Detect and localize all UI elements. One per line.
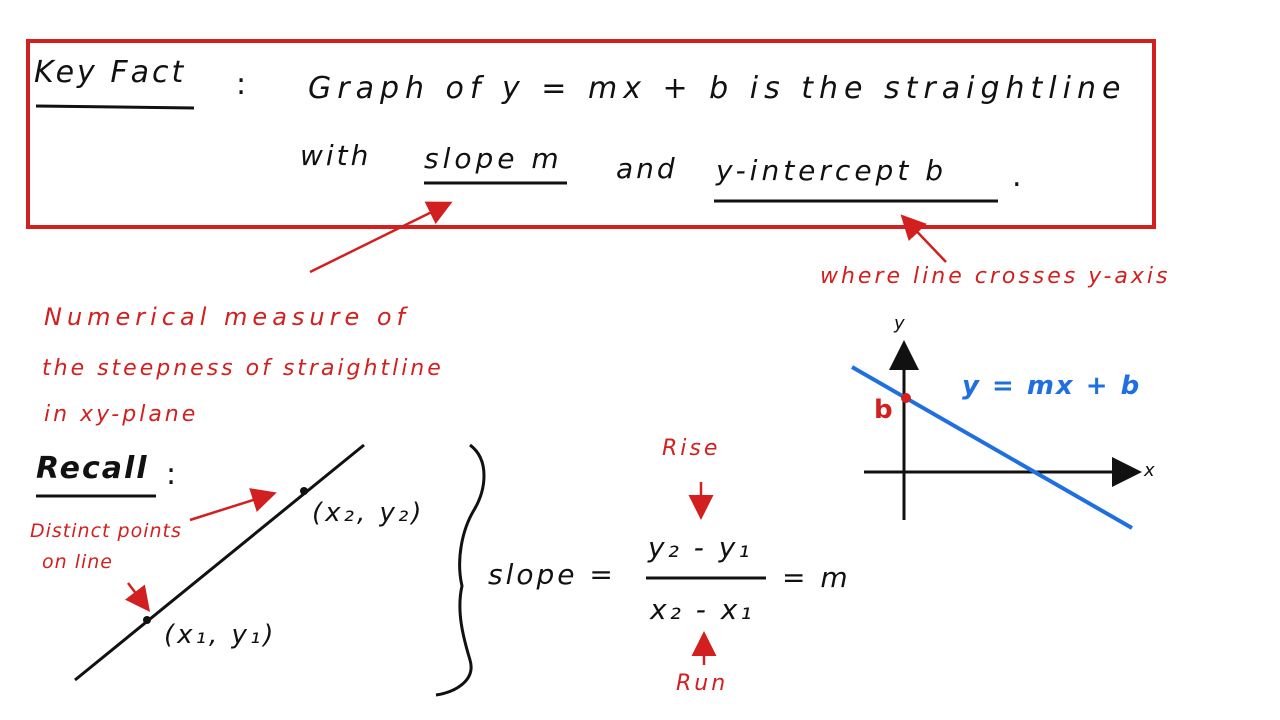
recall-colon: : [166,457,177,492]
brace [435,443,486,697]
distinct-points-arrow-bottom [124,582,151,612]
formula-numerator: y₂ - y₁ [648,531,753,564]
point-2-label: (x₂, y₂) [312,498,425,528]
key-fact-line1: Graph of y = mx + b is the straightline [308,71,1127,106]
slope-phrase: slope m [424,142,563,175]
key-fact-underline [35,104,195,110]
y-axis-label: y [894,313,908,334]
intercept-point [901,393,911,403]
formula-denominator: x₂ - x₁ [650,593,755,626]
x-axis-label: x [1144,460,1158,481]
slope-word: slope = [488,558,616,591]
run-label: Run [676,671,729,696]
sketch-line [74,443,365,682]
slope-note-line2: the steepness of straightline [42,356,444,381]
intercept-b-label: b [874,395,893,425]
graph-line [851,365,1133,530]
intercept-phrase: y-intercept b [716,154,947,187]
and-word: and [616,152,678,185]
distinct-points-arrow-top [189,488,277,522]
slope-note-line3: in xy-plane [44,402,199,427]
key-fact-label: Key Fact [34,55,187,90]
key-fact-colon: : [236,67,247,102]
formula-equals-m: = m [782,561,851,594]
slope-note-line1: Numerical measure of [44,303,411,331]
point-2 [300,487,308,495]
intercept-arrow [900,214,947,263]
intercept-note: where line crosses y-axis [820,264,1171,289]
key-fact-with: with [300,139,372,172]
point-1-label: (x₁, y₁) [164,620,277,650]
key-fact-period: . [1012,159,1022,194]
distinct-points-line2: on line [42,551,113,573]
graph-line-label: y = mx + b [962,371,1142,401]
rise-label: Rise [662,436,721,461]
recall-label: Recall [36,451,149,486]
distinct-points-line1: Distinct points [30,520,182,542]
slope-arrow [309,201,453,274]
key-fact-box [26,39,1156,229]
point-1 [143,616,151,624]
